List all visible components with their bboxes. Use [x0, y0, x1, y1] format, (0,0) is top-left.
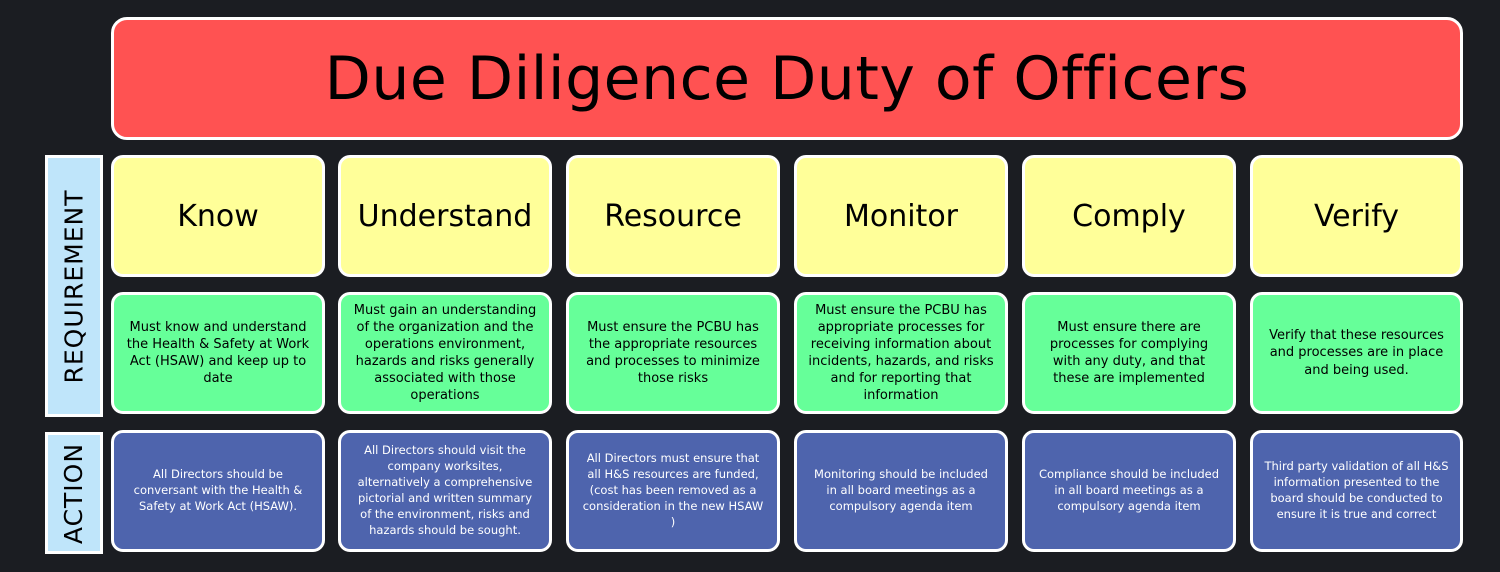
requirement-verify: Verify	[1250, 155, 1463, 277]
action-row-label-text: ACTION	[59, 442, 89, 544]
requirement-know: Know	[111, 155, 325, 277]
action-comply: Compliance should be included in all boa…	[1022, 430, 1236, 552]
description-resource: Must ensure the PCBU has the appropriate…	[566, 292, 780, 414]
action-verify: Third party validation of all H&S inform…	[1250, 430, 1463, 552]
requirement-resource: Resource	[566, 155, 780, 277]
action-row-label: ACTION	[45, 432, 103, 554]
action-understand: All Directors should visit the company w…	[338, 430, 552, 552]
requirement-understand: Understand	[338, 155, 552, 277]
description-understand: Must gain an understanding of the organi…	[338, 292, 552, 414]
requirement-comply: Comply	[1022, 155, 1236, 277]
page-title: Due Diligence Duty of Officers	[111, 17, 1463, 140]
requirement-monitor: Monitor	[794, 155, 1008, 277]
action-resource: All Directors must ensure that all H&S r…	[566, 430, 780, 552]
description-comply: Must ensure there are processes for comp…	[1022, 292, 1236, 414]
requirement-row-label: REQUIREMENT	[45, 155, 103, 417]
description-monitor: Must ensure the PCBU has appropriate pro…	[794, 292, 1008, 414]
action-know: All Directors should be conversant with …	[111, 430, 325, 552]
requirement-row-label-text: REQUIREMENT	[59, 188, 89, 384]
description-verify: Verify that these resources and processe…	[1250, 292, 1463, 414]
description-know: Must know and understand the Health & Sa…	[111, 292, 325, 414]
action-monitor: Monitoring should be included in all boa…	[794, 430, 1008, 552]
